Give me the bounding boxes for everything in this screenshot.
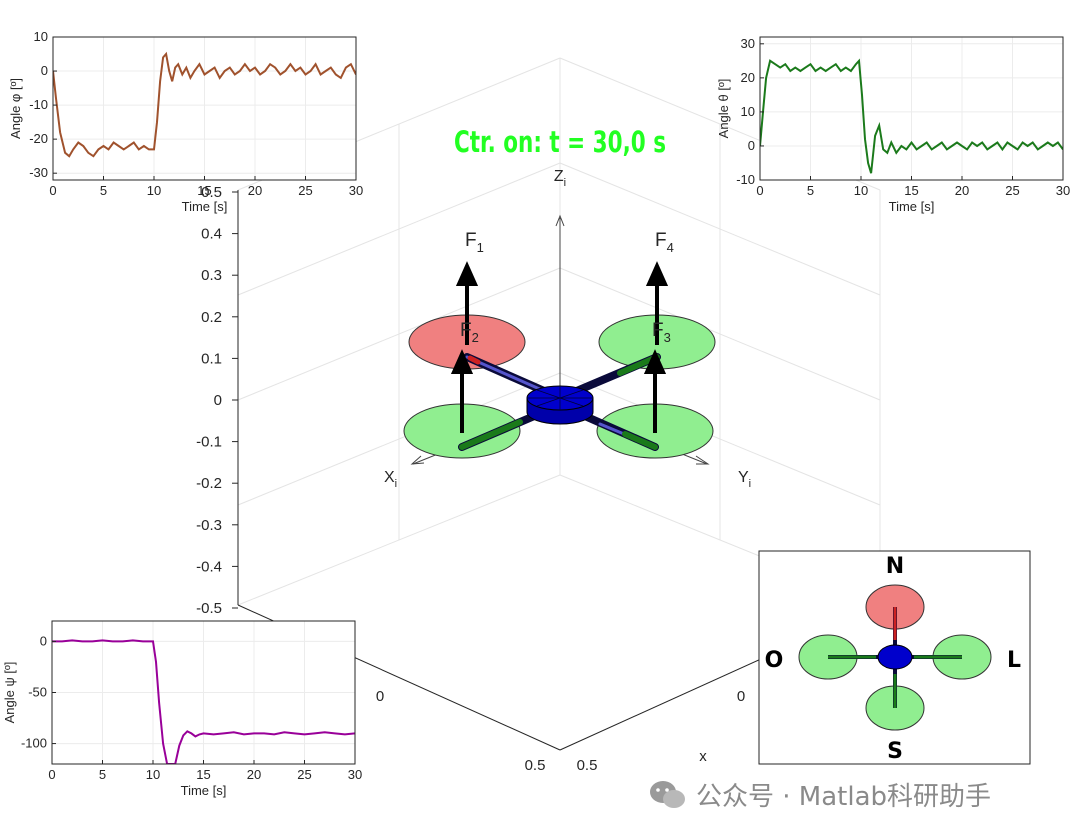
y-tick-label: 10 <box>34 30 48 44</box>
z-axis-tick-labels: 0.5 0.4 0.3 0.2 0.1 0 -0.1 -0.2 -0.3 -0.4 -0.5 <box>196 184 238 617</box>
x-tick-label: 0 <box>756 183 763 198</box>
z-tick-label: 0.3 <box>201 267 222 284</box>
x-tick-label: 5 <box>100 183 107 198</box>
x-tick-0: 0 <box>376 688 384 705</box>
x-tick-label: 25 <box>298 183 312 198</box>
x-tick-label: 30 <box>348 767 362 782</box>
x-axis-label: Time [s] <box>182 199 228 214</box>
y-tick-label: 20 <box>741 70 755 85</box>
wechat-icon <box>650 780 685 808</box>
controller-status-banner: Ctr. on: t = 30,0 s <box>454 125 666 159</box>
x-axis-label: Time [s] <box>889 199 935 214</box>
y-tick-label: 0 <box>748 138 755 153</box>
y-tick-label: -50 <box>28 685 47 700</box>
series-line-pitch <box>760 58 1063 174</box>
x-tick-label: 10 <box>146 767 160 782</box>
y-tick-label: -10 <box>736 172 755 187</box>
z-tick-label: 0 <box>214 392 222 409</box>
series-line-yaw <box>52 639 355 764</box>
compass-east-label: L <box>1007 648 1021 673</box>
y-tick-label: -30 <box>29 165 48 180</box>
z-tick-label: 0.4 <box>201 226 222 243</box>
force-f2-label: F2 <box>460 320 479 345</box>
x-axis-label: Time [s] <box>181 783 227 798</box>
x-tick-label: 30 <box>1056 183 1070 198</box>
z-tick-label: -0.5 <box>196 600 222 617</box>
force-arrows <box>450 261 669 433</box>
x-tick-label: 5 <box>807 183 814 198</box>
top-view-compass: N S O L <box>758 550 1031 765</box>
z-tick-label: -0.1 <box>196 434 222 451</box>
x-tick-label: 20 <box>955 183 969 198</box>
z-tick-label: 0.2 <box>201 309 222 326</box>
x-tick-label: 15 <box>196 767 210 782</box>
x-tick-label: 0 <box>48 767 55 782</box>
y-tick-label: 30 <box>741 36 755 51</box>
x-tick-label: 25 <box>1005 183 1019 198</box>
force-f3-label: F3 <box>652 320 671 345</box>
y-tick-label: -20 <box>29 131 48 146</box>
z-tick-label: -0.4 <box>196 558 222 575</box>
watermark-text: 公众号 · Matlab科研助手 <box>696 782 992 812</box>
force-f1-label: F1 <box>465 230 484 255</box>
z-tick-label: 0.1 <box>201 350 222 367</box>
y-tick-0: 0 <box>737 688 745 705</box>
x-tick-label: 25 <box>297 767 311 782</box>
y-inertial-label: Yi <box>738 469 751 490</box>
compass-hub <box>877 644 913 670</box>
z-tick-label: -0.3 <box>196 517 222 534</box>
compass-north-label: N <box>886 554 904 579</box>
z-inertial-label: Zi <box>554 168 566 189</box>
compass-south-label: S <box>887 739 903 764</box>
y-axis-label: Angle ψ [º] <box>2 662 17 724</box>
y-tick-label: 0 <box>40 633 47 648</box>
y-tick-label: -10 <box>29 97 48 112</box>
x-tick-label: 15 <box>904 183 918 198</box>
y-tick-label: 10 <box>741 104 755 119</box>
x-tick-label: 15 <box>197 183 211 198</box>
z-tick-label: 0.5 <box>201 184 222 201</box>
y-tick-label: 0 <box>41 63 48 78</box>
x-tick-label: 30 <box>349 183 363 198</box>
x-tick-label: 10 <box>147 183 161 198</box>
x-tick-label: 20 <box>248 183 262 198</box>
y-tick-label: -100 <box>21 736 47 751</box>
y-axis-label: Angle θ [º] <box>716 79 731 139</box>
x-inertial-label: Xi <box>384 469 397 490</box>
x-axis-label: x <box>699 748 707 765</box>
series-line-roll <box>53 51 356 158</box>
x-tick-label: 5 <box>99 767 106 782</box>
z-tick-label: -0.2 <box>196 475 222 492</box>
x-tick-0.5: 0.5 <box>525 757 546 774</box>
watermark: 公众号 · Matlab科研助手 <box>648 776 991 813</box>
x-tick-label: 20 <box>247 767 261 782</box>
x-tick-label: 0 <box>49 183 56 198</box>
y-tick-0.5: 0.5 <box>577 757 598 774</box>
grid-lines <box>237 57 881 606</box>
force-f4-label: F4 <box>655 230 674 255</box>
quadrotor-hub <box>526 385 594 425</box>
x-tick-label: 10 <box>854 183 868 198</box>
compass-west-label: O <box>765 648 784 673</box>
y-axis-label: Angle φ [º] <box>8 78 23 139</box>
